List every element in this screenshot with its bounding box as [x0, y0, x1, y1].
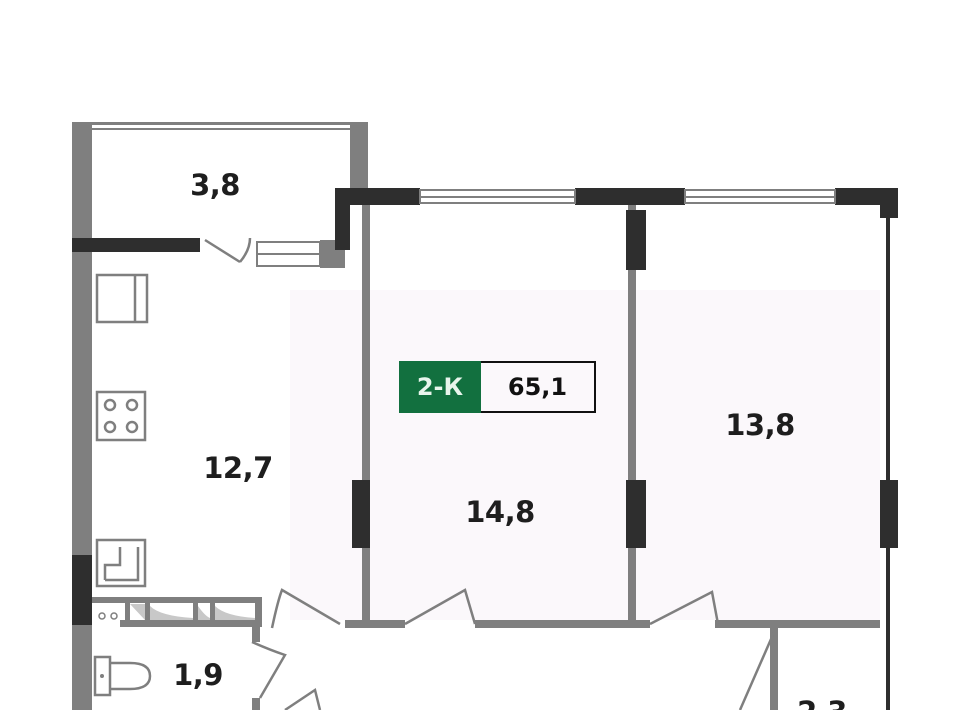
room-area-balcony: 3,8 [190, 168, 240, 202]
shelves [130, 604, 255, 620]
room-area-bathroom: 1,9 [173, 658, 223, 692]
walls-dark [72, 188, 898, 710]
floor-tint [636, 290, 880, 620]
windows [256, 189, 836, 267]
room-area-kitchen: 12,7 [203, 451, 273, 485]
toilet-icon [93, 655, 112, 697]
floor-tint [370, 290, 628, 620]
fixtures [93, 273, 152, 697]
stove-icon [95, 390, 147, 442]
room-area-room-2: 13,8 [725, 408, 795, 442]
room-area-bathroom-2: 2,3 [797, 695, 847, 710]
sink-icon [95, 538, 147, 588]
apartment-type: 2-К [399, 361, 481, 413]
apartment-badge: 2-К 65,1 [399, 361, 596, 413]
floor-tint [290, 290, 362, 620]
sink-icon [95, 273, 149, 324]
doors [204, 237, 777, 710]
apartment-total-area: 65,1 [481, 361, 596, 413]
room-area-room-1: 14,8 [465, 495, 535, 529]
